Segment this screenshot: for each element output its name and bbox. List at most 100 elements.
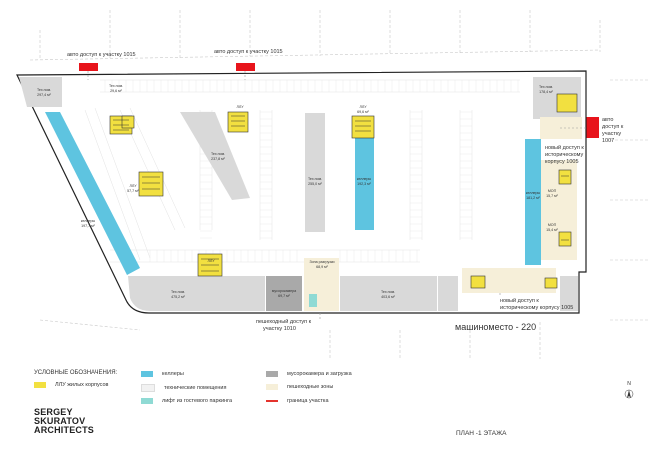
room-llu-1-name: ЛЛУ [360, 105, 368, 109]
label-new-access-bottom-l2: историческому корпусу 1005 [500, 305, 573, 311]
tech-room-4 [305, 113, 325, 232]
room-tech-6-area: 475,2 м² [171, 295, 185, 299]
level-outline [16, 70, 587, 314]
room-small-1: ЛЛУ [237, 105, 245, 109]
legend-label-garbage: мусорокамера и загрузка [287, 371, 352, 377]
cellars [45, 112, 541, 275]
room-tech-2-area: 29,6 м² [110, 89, 122, 93]
access-labels: авто доступ к участку 1015 авто доступ к… [67, 49, 624, 332]
room-tech-5-name: Тех.пом. [539, 85, 553, 89]
llu-core-9 [558, 169, 572, 185]
label-new-access-bottom-l1: новый доступ к [500, 297, 539, 304]
legend-label-technical: технические помещения [164, 385, 227, 391]
label-pedestrian-access-l2: участку 1010 [263, 326, 296, 332]
room-cellar-1-name: келлеры [81, 219, 96, 223]
room-garbage-name: мусорокамера [272, 289, 296, 293]
tech-room-8 [438, 276, 458, 311]
label-new-access-top-l1: новый доступ к [545, 144, 584, 151]
tech-room-7 [340, 276, 437, 311]
room-tech-7-area: 403,6 м² [381, 295, 395, 299]
room-cellar-2-area: 192,3 м² [357, 182, 371, 186]
label-new-access-top-l2: историческому [545, 152, 584, 158]
tech-room-6 [128, 276, 265, 311]
room-cellar-3-name: келлеры [526, 191, 541, 195]
label-auto-access-1007-l3: участку [602, 131, 621, 137]
room-llu-2-area: 57,7 м² [127, 189, 139, 193]
logo-line-3: ARCHITECTS [34, 425, 94, 435]
tech-room-1 [19, 77, 62, 107]
room-tech-3-area: 237,8 м² [211, 157, 225, 161]
room-mop-2-area: 15,4 м² [546, 228, 558, 232]
room-tech-4-area: 255,0 м² [308, 182, 322, 186]
north-label: N [627, 381, 631, 387]
legend-swatch-llu [34, 382, 46, 388]
logo-line-2: SKURATOV [34, 416, 86, 426]
room-llu-1-area: 69,6 м² [357, 110, 369, 114]
legend-item-cellars: келлеры [141, 371, 184, 377]
label-auto-access-1015-a: авто доступ к участку 1015 [67, 52, 136, 58]
room-garbage-area: 69,7 м² [278, 294, 290, 298]
room-small-2: ЛЛУ [208, 259, 216, 263]
access-marker-1015-a [79, 63, 98, 71]
legend-label-boundary: граница участка [287, 398, 329, 404]
room-tech-3-name: Тех.пом. [211, 152, 225, 156]
legend-item-garbage: мусорокамера и загрузка [266, 371, 352, 377]
room-mop-1-area: 15,7 м² [546, 194, 558, 198]
room-labels: Тех.пом. 297,4 м² Тех.пом. 29,6 м² Тех.п… [37, 84, 559, 299]
legend-swatch-guest-lift [141, 398, 153, 404]
north-arrow-pointer [627, 390, 631, 398]
room-tech-6-name: Тех.пом. [171, 290, 185, 294]
label-auto-access-1007-l2: доступ к [602, 124, 624, 130]
room-tech-2-name: Тех.пом. [109, 84, 123, 88]
llu-core-5 [138, 171, 164, 197]
site-context-lines [29, 10, 648, 359]
llu-core-4 [351, 115, 375, 139]
tech-room-9 [560, 276, 578, 311]
room-tech-7-name: Тех.пом. [381, 290, 395, 294]
room-tech-5-area: 178,4 м² [539, 90, 553, 94]
cellar-1 [45, 112, 140, 275]
north-arrow: N [624, 381, 634, 399]
garbage-room [266, 276, 302, 311]
room-cellar-2-name: келлеры [357, 177, 372, 181]
legend-swatch-cellars [141, 371, 153, 377]
technical-rooms [19, 77, 581, 311]
legend-item-pedestrian: пешеходные зоны [266, 384, 333, 390]
legend-label-pedestrian: пешеходные зоны [287, 384, 334, 390]
access-marker-1015-b [236, 63, 255, 71]
logo-line-1: SERGEY [34, 407, 73, 417]
access-markers [79, 63, 599, 138]
room-buffer-area: 68,9 м² [316, 265, 328, 269]
room-mop-1-name: МОП [548, 189, 557, 193]
llu-core-2 [121, 115, 135, 129]
label-auto-access-1015-b: авто доступ к участку 1015 [214, 49, 283, 55]
legend-item-guest-lift: лифт из гостевого паркинга [141, 398, 232, 404]
room-tech-1-name: Тех.пом. [37, 88, 51, 92]
legend-title: УСЛОВНЫЕ ОБОЗНАЧЕНИЯ: [34, 370, 118, 376]
guest-lift [309, 294, 317, 307]
room-cellar-1-area: 197,7 м² [81, 224, 95, 228]
llu-core-10 [558, 231, 572, 247]
cellar-3 [525, 139, 541, 265]
core-details [113, 115, 569, 272]
legend-item-boundary: граница участка [266, 398, 329, 404]
label-auto-access-1007-l4: 1007 [602, 138, 614, 144]
llu-core-8 [470, 275, 486, 289]
legend-label-guest-lift: лифт из гостевого паркинга [162, 398, 233, 404]
tech-room-3 [180, 112, 250, 200]
access-marker-1007 [586, 117, 599, 138]
room-buffer-name: Зона разгрузки [309, 260, 334, 264]
legend-item-llu: ЛЛУ жилых корпусов [34, 382, 108, 388]
legend-label-llu: ЛЛУ жилых корпусов [55, 382, 109, 388]
legend-swatch-boundary [266, 400, 278, 402]
legend-swatch-pedestrian [266, 384, 278, 390]
llu-core-7 [556, 93, 578, 113]
llu-core-11 [544, 277, 558, 289]
stall-dividers [104, 80, 519, 262]
room-llu-2-name: ЛЛУ [130, 184, 138, 188]
room-mop-2-name: МОП [548, 223, 557, 227]
label-auto-access-1007-l1: авто [602, 117, 613, 123]
access-paths [87, 71, 586, 320]
label-pedestrian-access-l1: пешеходный доступ к [256, 318, 312, 325]
